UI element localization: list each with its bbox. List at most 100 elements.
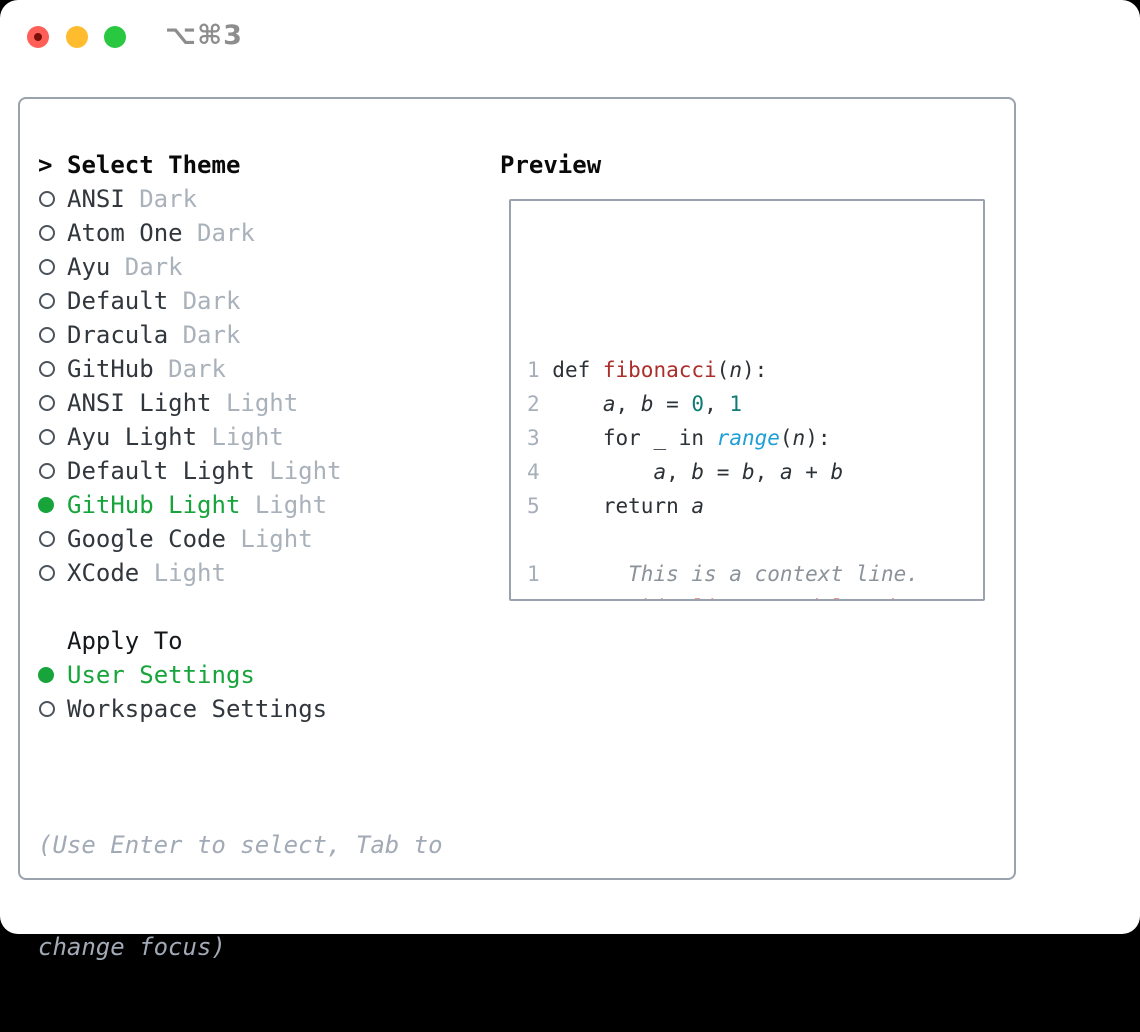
option-variant-label: Light — [226, 389, 298, 417]
radio-unselected-icon — [39, 191, 55, 207]
option-label: GitHub — [67, 355, 154, 383]
option-variant-label: Dark — [139, 185, 197, 213]
theme-option-google-code[interactable]: Google Code Light — [38, 522, 342, 556]
option-label: Ayu Light — [67, 423, 197, 451]
line-number: 4 — [527, 460, 552, 484]
code-segment-var: a — [780, 460, 793, 484]
option-label: ANSI — [67, 185, 125, 213]
theme-option-default[interactable]: Default Dark — [38, 284, 342, 318]
theme-option-ayu[interactable]: Ayu Dark — [38, 250, 342, 284]
code-segment-plain: , — [666, 460, 691, 484]
code-line: 4 a, b = b, a + b — [527, 455, 919, 489]
keyboard-hint: (Use Enter to select, Tab to change focu… — [38, 760, 443, 1032]
radio-unselected-icon — [39, 395, 55, 411]
code-segment-plain: return — [552, 494, 691, 518]
theme-option-dracula[interactable]: Dracula Dark — [38, 318, 342, 352]
hint-line-1: (Use Enter to select, Tab to — [38, 828, 443, 862]
radio-unselected-icon — [39, 531, 55, 547]
code-segment-var: b — [742, 460, 755, 484]
option-label: Google Code — [67, 525, 226, 553]
option-label: ANSI Light — [67, 389, 212, 417]
code-segment-var: a — [691, 494, 704, 518]
line-number — [527, 528, 552, 552]
option-variant-label: Dark — [183, 321, 241, 349]
code-segment-plain: + — [793, 460, 831, 484]
minimize-button[interactable] — [66, 26, 88, 48]
code-line — [527, 523, 919, 557]
radio-selected-icon — [38, 497, 54, 513]
unsaved-changes-dot-icon — [34, 33, 42, 41]
radio-unselected-icon — [39, 429, 55, 445]
code-segment-plain — [552, 596, 603, 601]
code-segment-var: n — [793, 426, 806, 450]
option-label: Dracula — [67, 321, 168, 349]
option-variant-label: Light — [240, 525, 312, 553]
code-segment-plain: for _ in — [552, 426, 716, 450]
code-segment-del: - This line was deleted. — [603, 596, 906, 601]
code-segment-num: 1 — [729, 392, 742, 416]
code-segment-plain: def — [552, 358, 603, 382]
radio-unselected-icon — [39, 463, 55, 479]
code-segment-plain: , — [704, 392, 729, 416]
code-line: 3 for _ in range(n): — [527, 421, 919, 455]
radio-unselected-icon — [39, 327, 55, 343]
close-button[interactable] — [27, 26, 49, 48]
zoom-button[interactable] — [104, 26, 126, 48]
radio-unselected-icon — [39, 701, 55, 717]
code-line: 2 - This line was deleted. — [527, 591, 919, 601]
option-variant-label: Dark — [197, 219, 255, 247]
code-segment-var: b — [641, 392, 654, 416]
preview-header: Preview — [500, 148, 601, 182]
option-label: Ayu — [67, 253, 110, 281]
option-label: User Settings — [67, 661, 255, 689]
code-segment-plain: ( — [780, 426, 793, 450]
line-number: 1 — [527, 562, 552, 586]
select-theme-header: > Select Theme — [38, 148, 342, 182]
option-label: Default — [67, 287, 168, 315]
code-segment-plain — [552, 392, 603, 416]
code-segment-num: 0 — [691, 392, 704, 416]
code-segment-var: a — [603, 392, 616, 416]
option-variant-label: Light — [269, 457, 341, 485]
apply-option-workspace-settings[interactable]: Workspace Settings — [38, 692, 327, 726]
code-segment-func: fibonacci — [603, 358, 717, 382]
radio-unselected-icon — [39, 259, 55, 275]
line-number: 3 — [527, 426, 552, 450]
theme-option-ansi[interactable]: ANSI Dark — [38, 182, 342, 216]
apply-option-user-settings[interactable]: User Settings — [38, 658, 327, 692]
code-segment-plain: ): — [805, 426, 830, 450]
code-line: 5 return a — [527, 489, 919, 523]
code-segment-builtin: range — [717, 426, 780, 450]
line-number: 2 — [527, 392, 552, 416]
line-number: 5 — [527, 494, 552, 518]
code-line: 1 This is a context line. — [527, 557, 919, 591]
code-segment-plain: = — [704, 460, 742, 484]
code-segment-plain — [552, 460, 653, 484]
code-segment-plain: = — [653, 392, 691, 416]
option-variant-label: Dark — [183, 287, 241, 315]
line-number: 1 — [527, 358, 552, 382]
code-segment-plain: ( — [717, 358, 730, 382]
code-line: 1 def fibonacci(n): — [527, 353, 919, 387]
option-variant-label: Dark — [125, 253, 183, 281]
theme-option-ayu-light[interactable]: Ayu Light Light — [38, 420, 342, 454]
option-variant-label: Light — [211, 423, 283, 451]
code-segment-var: b — [831, 460, 844, 484]
theme-option-ansi-light[interactable]: ANSI Light Light — [38, 386, 342, 420]
option-variant-label: Light — [154, 559, 226, 587]
option-label: Workspace Settings — [67, 695, 327, 723]
code-segment-plain — [552, 562, 628, 586]
code-segment-context: This is a context line. — [628, 562, 919, 586]
code-line: 2 a, b = 0, 1 — [527, 387, 919, 421]
line-number: 2 — [527, 596, 552, 601]
radio-unselected-icon — [39, 293, 55, 309]
